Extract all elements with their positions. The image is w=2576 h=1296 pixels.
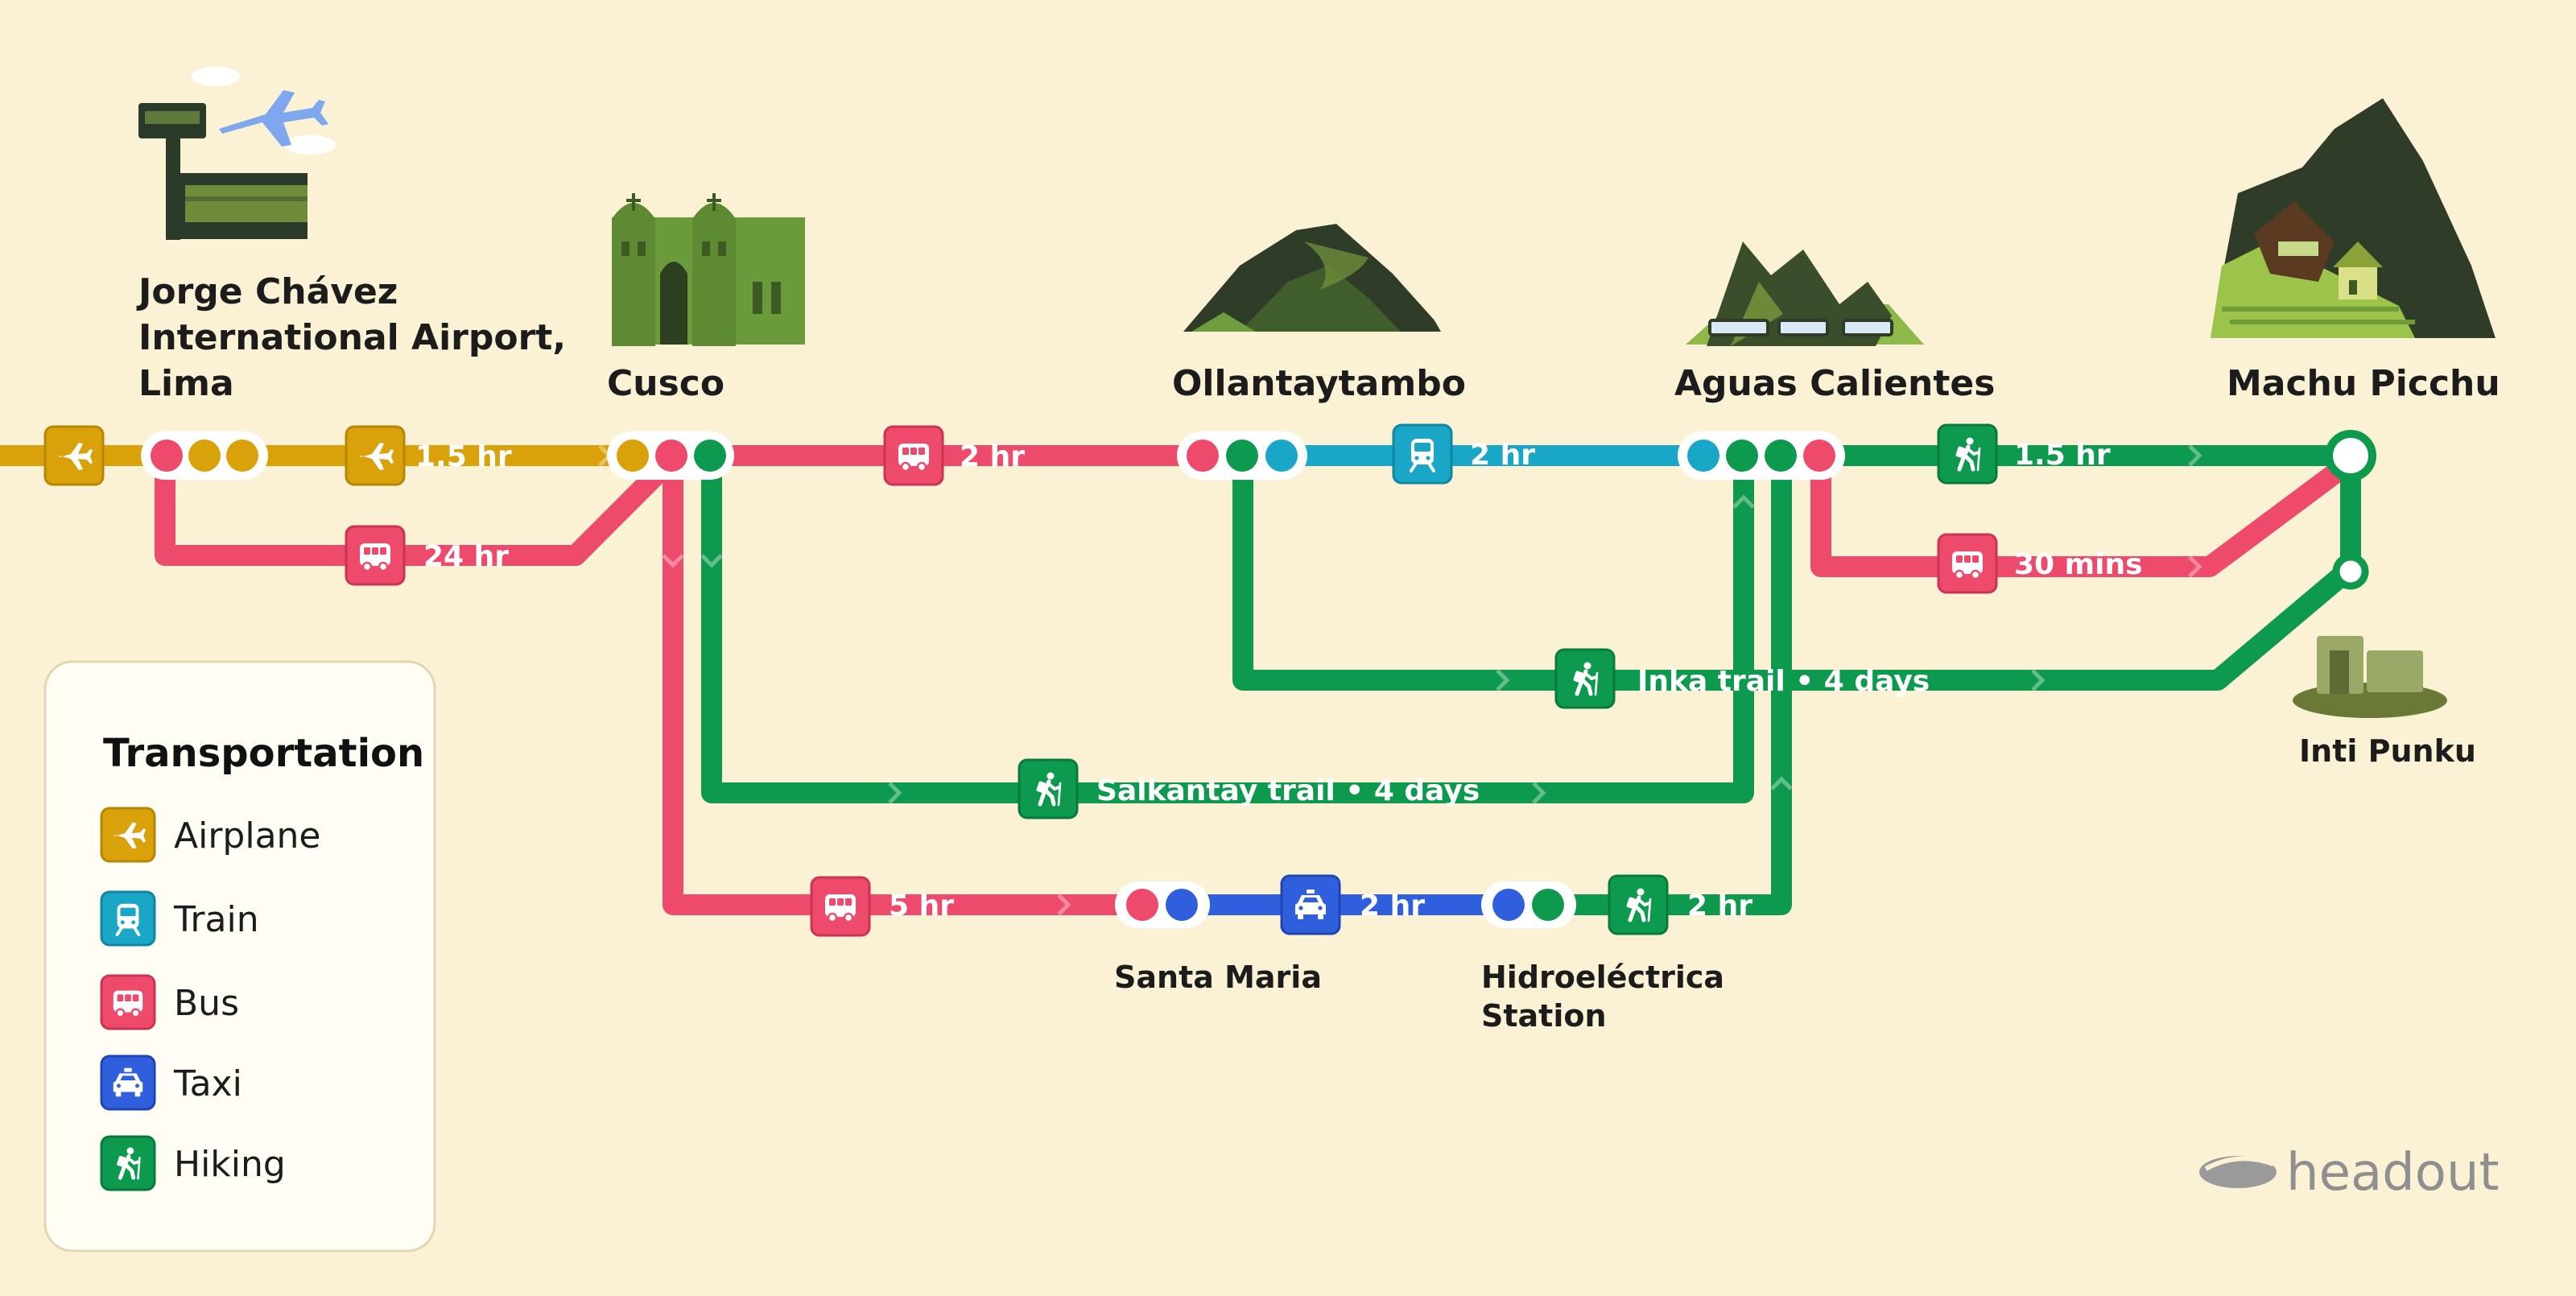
legend-title: Transportation	[103, 731, 424, 776]
bus-icon	[345, 525, 406, 586]
leg-train: 2 hr	[1392, 423, 1535, 485]
leg-flight: 1.5 hr	[345, 425, 512, 486]
leg-flight-duration: 1.5 hr	[415, 440, 512, 473]
legend-item-taxi: Taxi	[100, 1055, 242, 1111]
bus-icon	[100, 974, 156, 1030]
leg-bus-cusco-duration: 2 hr	[960, 440, 1025, 473]
leg-bus-santa-duration: 5 hr	[889, 889, 954, 922]
legend-item-airplane: Airplane	[100, 807, 321, 863]
machu-picchu-illustration	[2211, 98, 2496, 338]
leg-bus-aguas-duration: 30 mins	[2014, 548, 2143, 581]
station-hidroelectrica[interactable]	[1481, 881, 1576, 928]
leg-salkantay-trail: Salkantay trail • 4 days	[1018, 758, 1480, 819]
leg-hike-aguas: 1.5 hr	[1937, 423, 2111, 485]
leg-labels: 1.5 hr 24 hr 2 hr 2 hr	[43, 423, 2143, 937]
ollantaytambo-mountain-illustration	[1183, 224, 1441, 332]
stop-cusco: Cusco	[607, 363, 724, 404]
legend-label-taxi: Taxi	[173, 1063, 242, 1104]
leg-train-duration: 2 hr	[1470, 439, 1535, 472]
stop-lima-line-2: International Airport,	[138, 317, 566, 358]
airplane-icon	[345, 425, 406, 486]
cusco-cathedral-illustration	[612, 193, 805, 346]
legend-item-bus: Bus	[100, 974, 239, 1030]
leg-bus-cusco: 2 hr	[883, 425, 1025, 486]
leg-inka-trail: Inka trail • 4 days	[1554, 648, 1930, 709]
station-ollantaytambo[interactable]	[1177, 431, 1307, 480]
taxi-icon	[1280, 874, 1341, 935]
station-aguas-calientes[interactable]	[1678, 431, 1845, 480]
stop-lima-line-3: Lima	[138, 363, 234, 404]
brand-logo[interactable]: headout	[2199, 1143, 2500, 1203]
stop-labels: Jorge Chávez International Airport, Lima…	[136, 271, 2500, 1034]
aguas-calientes-illustration	[1686, 241, 1924, 346]
leg-taxi: 2 hr	[1280, 874, 1425, 935]
station-santa-maria[interactable]	[1115, 881, 1210, 928]
route-hike-inka	[1232, 463, 2354, 691]
station-inti-punku[interactable]	[2332, 553, 2369, 590]
stop-inti-punku: Inti Punku	[2299, 733, 2476, 769]
leg-bus-aguas: 30 mins	[1937, 533, 2143, 594]
hiking-icon	[1554, 648, 1616, 709]
airplane-icon	[100, 807, 156, 863]
airplane-icon	[43, 425, 105, 486]
headout-logo-icon	[2199, 1156, 2277, 1188]
hiking-icon	[100, 1135, 156, 1191]
hiking-icon	[1018, 758, 1079, 819]
legend-label-airplane: Airplane	[174, 815, 321, 856]
legend: Transportation Airplane Train Bus	[43, 660, 436, 1253]
train-icon	[100, 890, 156, 947]
taxi-icon	[100, 1055, 156, 1111]
leg-bus-santa: 5 hr	[810, 876, 954, 937]
station-machu-picchu[interactable]	[2325, 430, 2376, 481]
leg-bus-lima: 24 hr	[345, 525, 509, 586]
leg-hike-hidro: 2 hr	[1608, 874, 1752, 935]
leg-taxi-duration: 2 hr	[1360, 889, 1425, 922]
route-hike-salkantay	[701, 459, 1754, 803]
route-bus-aguas-machu	[1810, 461, 2346, 577]
stop-hidroelectrica-line-2: Station	[1481, 998, 1607, 1034]
hiking-icon	[1937, 423, 1998, 485]
stop-hidroelectrica-line-1: Hidroeléctrica	[1481, 960, 1724, 995]
stop-ollantaytambo: Ollantaytambo	[1172, 363, 1466, 404]
route-bus-cusco-santa-maria	[663, 459, 1139, 915]
airport-illustration	[138, 67, 336, 240]
station-lima[interactable]	[141, 431, 268, 480]
stop-lima-line-1: Jorge Chávez	[136, 271, 398, 312]
train-icon	[1392, 423, 1453, 485]
legend-label-hiking: Hiking	[174, 1144, 286, 1185]
leg-inka-trail-label: Inka trail • 4 days	[1637, 665, 1930, 698]
bus-icon	[1937, 533, 1998, 594]
station-cusco[interactable]	[607, 431, 734, 480]
bus-icon	[883, 425, 944, 486]
bus-icon	[810, 876, 871, 937]
stop-aguas-calientes: Aguas Calientes	[1674, 363, 1995, 404]
inti-punku-illustration	[2293, 636, 2447, 718]
leg-salkantay-trail-label: Salkantay trail • 4 days	[1096, 774, 1480, 807]
legend-item-hiking: Hiking	[100, 1135, 286, 1191]
legend-label-train: Train	[173, 899, 259, 940]
stop-machu-picchu: Machu Picchu	[2227, 363, 2500, 404]
leg-hike-aguas-duration: 1.5 hr	[2014, 439, 2111, 472]
leg-hike-hidro-duration: 2 hr	[1687, 889, 1752, 922]
brand-name: headout	[2286, 1143, 2500, 1203]
hiking-icon	[1608, 874, 1669, 935]
stations	[141, 430, 2376, 928]
legend-item-train: Train	[100, 890, 259, 947]
leg-bus-lima-duration: 24 hr	[423, 540, 509, 573]
stop-santa-maria: Santa Maria	[1114, 960, 1322, 995]
legend-label-bus: Bus	[174, 983, 239, 1024]
